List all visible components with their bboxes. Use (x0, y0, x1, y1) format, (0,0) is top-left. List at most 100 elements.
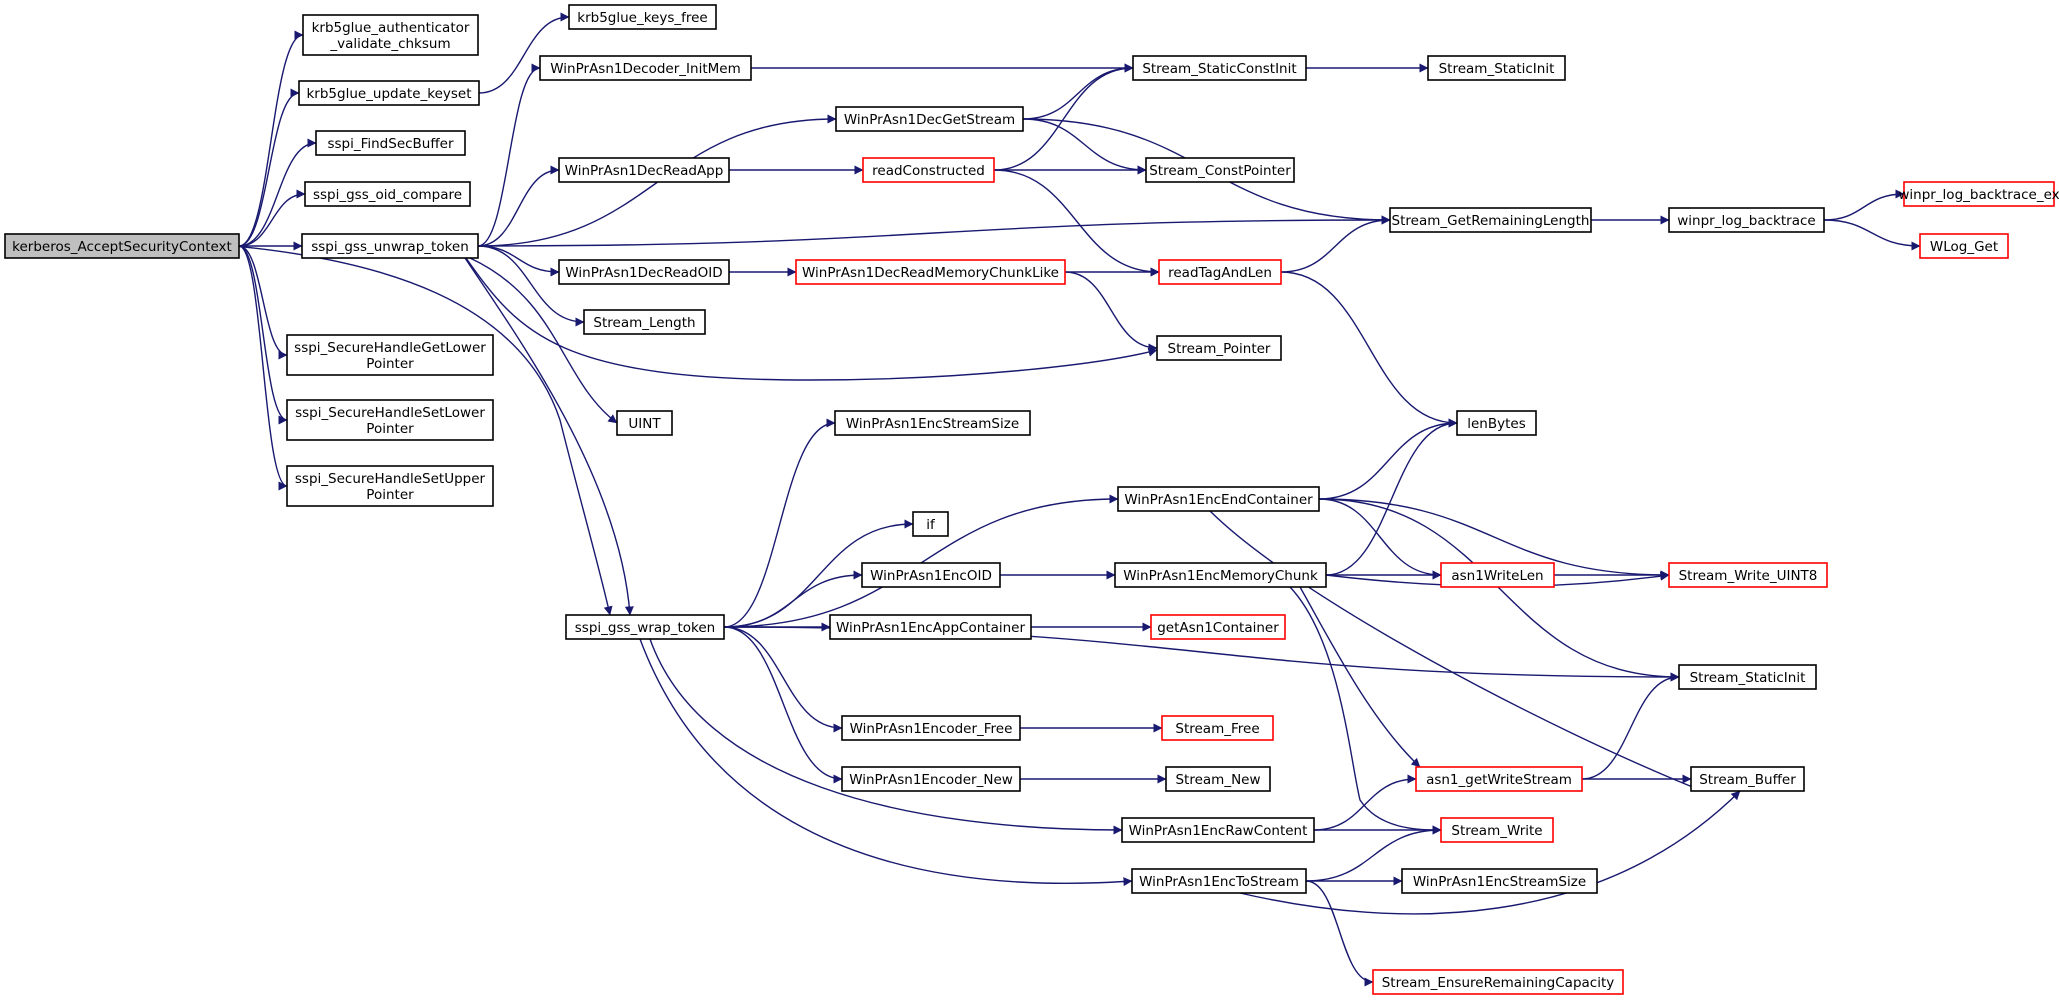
node-eec[interactable]: WinPrAsn1EncEndContainer (1117, 486, 1320, 512)
node-dra[interactable]: WinPrAsn1DecReadApp (558, 157, 730, 183)
node-uint[interactable]: UINT (616, 410, 673, 436)
node-box[interactable] (1440, 562, 1555, 588)
node-box[interactable] (1114, 562, 1327, 588)
node-box[interactable] (834, 410, 1031, 436)
node-kac[interactable]: kerberos_AcceptSecurityContext (4, 233, 240, 259)
node-box[interactable] (841, 766, 1021, 792)
node-box[interactable] (616, 410, 673, 436)
node-box[interactable] (912, 511, 949, 537)
node-en[interactable]: WinPrAsn1Encoder_New (841, 766, 1021, 792)
node-ssci[interactable]: Stream_StaticConstInit (1132, 55, 1307, 81)
node-wlg[interactable]: WLog_Get (1919, 233, 2009, 259)
node-box[interactable] (1668, 207, 1825, 233)
node-box[interactable] (539, 55, 752, 81)
node-box[interactable] (286, 465, 494, 507)
node-box[interactable] (1150, 614, 1286, 640)
node-box[interactable] (1903, 181, 2055, 207)
node-box[interactable] (1156, 335, 1282, 361)
node-box[interactable] (298, 80, 480, 106)
node-awl[interactable]: asn1WriteLen (1440, 562, 1555, 588)
node-ssi1[interactable]: Stream_StaticInit (1427, 55, 1566, 81)
node-box[interactable] (862, 157, 995, 183)
node-ddim[interactable]: WinPrAsn1Decoder_InitMem (539, 55, 752, 81)
node-box[interactable] (315, 130, 466, 156)
node-box[interactable] (1919, 233, 2009, 259)
node-box[interactable] (1131, 868, 1307, 894)
node-dgs[interactable]: WinPrAsn1DecGetStream (835, 106, 1024, 132)
node-gut[interactable]: sspi_gss_unwrap_token (301, 233, 479, 259)
node-if[interactable]: if (912, 511, 949, 537)
node-serc[interactable]: Stream_EnsureRemainingCapacity (1372, 969, 1624, 995)
node-box[interactable] (1456, 410, 1537, 436)
node-gac[interactable]: getAsn1Container (1150, 614, 1286, 640)
node-box[interactable] (1389, 207, 1592, 233)
node-box[interactable] (1427, 55, 1566, 81)
node-kavc[interactable]: krb5glue_authenticator_validate_chksum (302, 14, 479, 56)
node-erc[interactable]: WinPrAsn1EncRawContent (1121, 817, 1315, 843)
node-box[interactable] (1372, 969, 1624, 995)
node-wlb[interactable]: winpr_log_backtrace (1668, 207, 1825, 233)
node-box[interactable] (1401, 868, 1598, 894)
node-emc[interactable]: WinPrAsn1EncMemoryChunk (1114, 562, 1327, 588)
node-fsb[interactable]: sspi_FindSecBuffer (315, 130, 466, 156)
node-eoid[interactable]: WinPrAsn1EncOID (861, 562, 1001, 588)
node-box[interactable] (304, 181, 471, 207)
node-goc[interactable]: sspi_gss_oid_compare (304, 181, 471, 207)
node-box[interactable] (841, 715, 1021, 741)
node-kuk[interactable]: krb5glue_update_keyset (298, 80, 480, 106)
node-box[interactable] (301, 233, 479, 259)
node-ef[interactable]: WinPrAsn1Encoder_Free (841, 715, 1021, 741)
node-lb[interactable]: lenBytes (1456, 410, 1537, 436)
node-dro[interactable]: WinPrAsn1DecReadOID (558, 259, 730, 285)
node-snew[interactable]: Stream_New (1165, 766, 1271, 792)
node-box[interactable] (302, 14, 479, 56)
node-box[interactable] (565, 614, 725, 640)
node-drmcl[interactable]: WinPrAsn1DecReadMemoryChunkLike (795, 259, 1066, 285)
node-box[interactable] (1121, 817, 1315, 843)
node-box[interactable] (1668, 562, 1828, 588)
node-box[interactable] (835, 106, 1024, 132)
node-swu8[interactable]: Stream_Write_UINT8 (1668, 562, 1828, 588)
node-sw[interactable]: Stream_Write (1440, 817, 1554, 843)
node-sfree[interactable]: Stream_Free (1161, 715, 1274, 741)
node-ets[interactable]: WinPrAsn1EncToStream (1131, 868, 1307, 894)
node-box[interactable] (286, 399, 494, 441)
node-scp[interactable]: Stream_ConstPointer (1145, 157, 1295, 183)
node-sgrl[interactable]: Stream_GetRemainingLength (1389, 207, 1592, 233)
node-box[interactable] (558, 157, 730, 183)
node-slen[interactable]: Stream_Length (583, 309, 706, 335)
node-box[interactable] (558, 259, 730, 285)
node-ssi2[interactable]: Stream_StaticInit (1678, 664, 1817, 690)
node-box[interactable] (1678, 664, 1817, 690)
node-gwt[interactable]: sspi_gss_wrap_token (565, 614, 725, 640)
node-box[interactable] (795, 259, 1066, 285)
node-box[interactable] (1161, 715, 1274, 741)
node-sp[interactable]: Stream_Pointer (1156, 335, 1282, 361)
node-box[interactable] (1117, 486, 1320, 512)
node-box[interactable] (4, 233, 240, 259)
node-box[interactable] (861, 562, 1001, 588)
node-rc[interactable]: readConstructed (862, 157, 995, 183)
node-box[interactable] (286, 334, 494, 376)
node-wlbe[interactable]: winpr_log_backtrace_ex (1898, 181, 2059, 207)
node-box[interactable] (1165, 766, 1271, 792)
node-box[interactable] (1415, 766, 1583, 792)
node-eac[interactable]: WinPrAsn1EncAppContainer (829, 614, 1032, 640)
node-box[interactable] (568, 4, 717, 30)
node-ess1[interactable]: WinPrAsn1EncStreamSize (834, 410, 1031, 436)
node-box[interactable] (583, 309, 706, 335)
node-sbuf[interactable]: Stream_Buffer (1690, 766, 1805, 792)
node-kkf[interactable]: krb5glue_keys_free (568, 4, 717, 30)
node-box[interactable] (1158, 259, 1282, 285)
node-box[interactable] (1690, 766, 1805, 792)
node-box[interactable] (829, 614, 1032, 640)
node-box[interactable] (1132, 55, 1307, 81)
node-box[interactable] (1440, 817, 1554, 843)
node-rtl[interactable]: readTagAndLen (1158, 259, 1282, 285)
node-ess2[interactable]: WinPrAsn1EncStreamSize (1401, 868, 1598, 894)
node-agws[interactable]: asn1_getWriteStream (1415, 766, 1583, 792)
node-box[interactable] (1145, 157, 1295, 183)
